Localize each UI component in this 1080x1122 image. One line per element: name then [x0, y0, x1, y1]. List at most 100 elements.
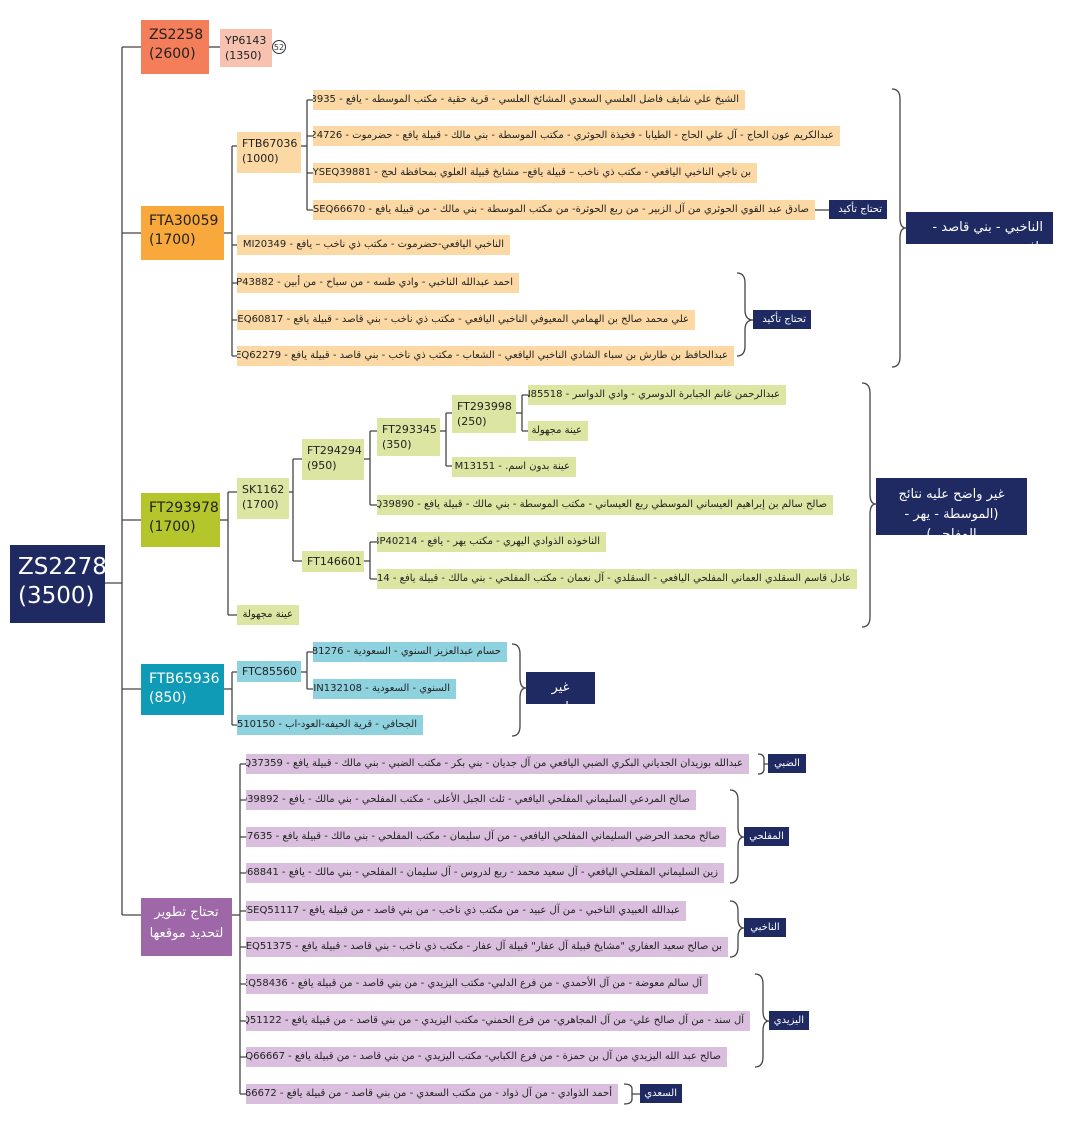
- node-line: تحتاج تطوير: [154, 905, 219, 920]
- node-ft146601[interactable]: FT146601: [302, 551, 364, 572]
- node-count: (1700): [149, 231, 196, 248]
- leaf-code: MI24726: [313, 130, 343, 141]
- leaf-text: السنوي - السعودية: [371, 683, 450, 694]
- leaf-text: الناخوذه الذوادي اليهري - مكتب يهر - ياف…: [427, 536, 600, 547]
- leaf-code: YSEQ68841: [246, 867, 279, 878]
- node-ft293998[interactable]: FT293998 (250): [452, 395, 516, 433]
- leaf-yseq66667[interactable]: صالح عبد الله اليزيدي من آل بن حمزة - من…: [246, 1047, 727, 1067]
- leaf-code: YSEQ66672: [246, 1088, 277, 1099]
- leaf-code: IN132108: [313, 683, 362, 694]
- leaf-code: IN85518: [528, 389, 563, 400]
- leaf-yseq51122[interactable]: آل سند - من آل صالح علي- من آل المجاهري-…: [246, 1011, 750, 1031]
- leaf-unknown-sample[interactable]: عينة مجهولة: [528, 421, 588, 441]
- leaf-text: آل سند - من آل صالح علي- من آل المجاهري-…: [291, 1015, 744, 1026]
- node-code: FT293978: [149, 500, 219, 516]
- node-code: FT293998: [457, 400, 512, 413]
- leaf-bp47635[interactable]: صالح محمد الحرضي السليماني المفلحي الياف…: [246, 827, 726, 847]
- node-code: FTC85560: [242, 665, 297, 678]
- leaf-text: عبدالله العبيدي الناخبي - من آل عبيد - م…: [309, 905, 680, 916]
- node-count: (250): [457, 415, 487, 429]
- leaf-code: MI20349: [242, 239, 287, 250]
- node-yp6143[interactable]: YP6143 (1350): [220, 29, 272, 67]
- leaf-yseq51117[interactable]: عبدالله العبيدي الناخبي - من آل عبيد - م…: [246, 901, 686, 921]
- leaf-yseq58436[interactable]: آل سالم معوضة - من آل الأحمدي - من فرع ا…: [246, 974, 708, 994]
- leaf-text: بن صالح سعيد العفاري "مشايخ قبيلة آل عفا…: [301, 941, 722, 952]
- node-code: FT294294: [307, 444, 362, 457]
- node-code: FTB65936: [149, 671, 220, 687]
- leaf-yseq62279[interactable]: عبدالحافظ بن طارش بن سباء الشادي الناخبي…: [237, 346, 734, 366]
- leaf-code: YSEQ51122: [246, 1015, 282, 1026]
- node-fta30059[interactable]: FTA30059 (1700): [141, 206, 224, 260]
- node-ft293345[interactable]: FT293345 (350): [377, 418, 440, 456]
- node-sk1162[interactable]: SK1162 (1700): [237, 478, 289, 519]
- leaf-bp43882[interactable]: احمد عبدالله الناخبي - وادي طسه - من سبا…: [237, 273, 519, 293]
- node-ftc85560[interactable]: FTC85560: [237, 661, 301, 682]
- node-count: (350): [382, 438, 412, 452]
- leaf-text: صالح محمد الحرضي السليماني المفلحي الياف…: [282, 831, 720, 842]
- leaf-981276[interactable]: حسام عبدالعزيز السنوي - السعودية - 98127…: [313, 642, 507, 662]
- node-ft294294[interactable]: FT294294 (950): [302, 439, 364, 480]
- leaf-text: احمد عبدالله الناخبي - وادي طسه - من سبا…: [283, 277, 513, 288]
- leaf-code: BP40214: [377, 536, 418, 547]
- node-zs2258[interactable]: ZS2258 (2600): [141, 20, 209, 74]
- leaf-yseq60817[interactable]: علي محمد صالح بن الهمامي المعيوفي الناخب…: [237, 310, 695, 330]
- group-label-unclear: غير واضح: [526, 672, 595, 715]
- node-ftb65936[interactable]: FTB65936 (850): [141, 664, 224, 715]
- group-line: (الموسطة - يهر - المفلحي): [904, 507, 999, 543]
- leaf-m13151[interactable]: عينة بدون اسم. - M13151: [452, 457, 576, 477]
- leaf-text: عينة مجهولة: [242, 609, 293, 620]
- tag-dhabi: الضبي: [768, 754, 806, 773]
- tag-needs-confirmation: تحتاج تأكيد: [829, 200, 887, 219]
- leaf-text: عينة بدون اسم.: [505, 461, 570, 472]
- leaf-yseq68841[interactable]: زين السليماني المفلحي اليافعي - آل سعيد …: [246, 863, 724, 883]
- leaf-yseq66672[interactable]: أحمد الذوادي - من آل ذواد - من مكتب السع…: [246, 1084, 618, 1104]
- leaf-text: علي محمد صالح بن الهمامي المعيوفي الناخب…: [293, 314, 689, 325]
- tag-nakhbi: الناخبي: [744, 918, 786, 937]
- node-needs-development[interactable]: تحتاج تطوير لتحديد موقعها: [141, 898, 232, 956]
- leaf-text: عبدالكريم عون الحاج - آل علي الحاج - الط…: [352, 130, 834, 141]
- leaf-text: أحمد الذوادي - من آل ذواد - من مكتب السع…: [286, 1088, 612, 1099]
- leaf-text: صالح سالم بن إبراهيم العيساني الموسطي رب…: [423, 499, 827, 510]
- leaf-code: YSEQ39890: [377, 499, 414, 510]
- leaf-text: بن ناجي الناخبي اليافعي - مكتب ذي ناخب –…: [381, 167, 751, 178]
- leaf-bp40214[interactable]: الناخوذه الذوادي اليهري - مكتب يهر - ياف…: [377, 532, 606, 552]
- root-node[interactable]: ZS2278 (3500): [10, 545, 107, 623]
- leaf-text: صالح المردعي السليماني المفلحي اليافعي -…: [288, 794, 690, 805]
- node-code: FT293345: [382, 423, 437, 436]
- leaf-code: 510150: [237, 719, 276, 730]
- leaf-yseq66670[interactable]: صادق عبد القوي الحوثري من آل الزبير - من…: [313, 200, 815, 220]
- leaf-yseq39881[interactable]: بن ناجي الناخبي اليافعي - مكتب ذي ناخب –…: [313, 163, 757, 183]
- leaf-text: صادق عبد القوي الحوثري من آل الزبير - من…: [375, 204, 809, 215]
- group-label-unclear-results: غير واضح عليه نتائج (الموسطة - يهر - الم…: [876, 478, 1027, 542]
- leaf-code: YSEQ51375: [246, 941, 292, 952]
- leaf-code: YSEQ62279: [237, 350, 282, 361]
- leaf-text: صالح عبد الله اليزيدي من آل بن حمزة - من…: [294, 1051, 721, 1062]
- node-count: (1700): [242, 498, 279, 512]
- leaf-yseq39892[interactable]: صالح المردعي السليماني المفلحي اليافعي -…: [246, 790, 696, 810]
- leaf-510150[interactable]: الجحافي - قرية الحيفه-العود-اب - 510150: [237, 715, 423, 735]
- leaf-code: YSEQ58436: [246, 978, 288, 989]
- leaf-code: BP43882: [237, 277, 274, 288]
- leaf-unknown-sample[interactable]: عينة مجهولة: [237, 605, 299, 625]
- leaf-text: زين السليماني المفلحي اليافعي - آل سعيد …: [288, 867, 718, 878]
- leaf-text: عبدالرحمن غانم الجبابرة الدوسري - وادي ا…: [572, 389, 780, 400]
- leaf-code: BP47635: [246, 831, 273, 842]
- leaf-text: حسام عبدالعزيز السنوي - السعودية: [353, 646, 501, 657]
- leaf-yseq51375[interactable]: بن صالح سعيد العفاري "مشايخ قبيلة آل عفا…: [246, 937, 728, 957]
- leaf-code: YSEQ51117: [246, 905, 300, 916]
- node-ftb67036[interactable]: FTB67036 (1000): [237, 132, 301, 173]
- leaf-text: الشيخ علي شايف فاضل العلسي السعدي المشائ…: [345, 94, 739, 105]
- node-count: (1350): [225, 49, 262, 63]
- tag-saadi: السعدي: [640, 1084, 682, 1103]
- leaf-yseq39890[interactable]: صالح سالم بن إبراهيم العيساني الموسطي رب…: [377, 495, 833, 515]
- leaf-bp43935[interactable]: الشيخ علي شايف فاضل العلسي السعدي المشائ…: [313, 90, 745, 110]
- leaf-in29714[interactable]: عادل قاسم السقلدي العماني المفلحي اليافع…: [377, 569, 857, 589]
- node-ft293978[interactable]: FT293978 (1700): [141, 493, 220, 547]
- leaf-code: YSEQ66670: [313, 204, 366, 215]
- leaf-mi20349[interactable]: الناخبي اليافعي-حضرموت - مكتب ذي ناخب – …: [237, 235, 510, 255]
- leaf-code: YSEQ39892: [246, 794, 279, 805]
- leaf-mi24726[interactable]: عبدالكريم عون الحاج - آل علي الحاج - الط…: [313, 126, 840, 146]
- leaf-in132108[interactable]: السنوي - السعودية - IN132108: [313, 679, 456, 699]
- leaf-yseq37359[interactable]: عبدالله بوزيدان الجدياني البكري الضبي ال…: [246, 754, 749, 774]
- leaf-in85518[interactable]: عبدالرحمن غانم الجبابرة الدوسري - وادي ا…: [528, 385, 786, 405]
